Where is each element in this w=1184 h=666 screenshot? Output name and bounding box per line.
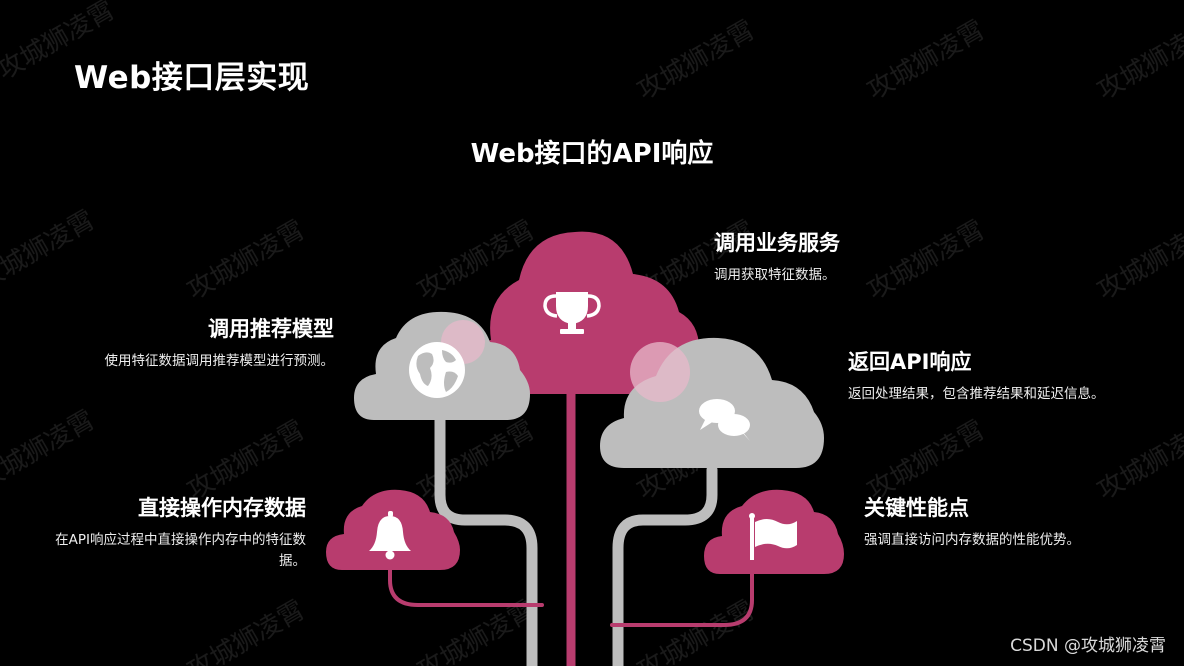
item-call-business-service: 调用业务服务 调用获取特征数据。 [714, 229, 1094, 286]
branch-line-grey-right [612, 464, 718, 666]
flag-icon [749, 513, 797, 560]
item-heading: 返回API响应 [848, 350, 972, 374]
slide-title: Web接口层实现 [74, 60, 310, 96]
credit-label: CSDN @攻城狮凌霄 [1010, 636, 1166, 656]
item-return-api-response: 返回API响应 返回处理结果，包含推荐结果和延迟信息。 [848, 348, 1110, 405]
item-heading: 调用业务服务 [714, 231, 840, 255]
item-description: 返回处理结果，包含推荐结果和延迟信息。 [848, 386, 1105, 402]
item-call-recommendation-model: 调用推荐模型 使用特征数据调用推荐模型进行预测。 [40, 315, 335, 372]
branch-line-grey-left [434, 414, 538, 666]
bell-icon [369, 511, 411, 560]
chat-bubbles-icon [699, 399, 750, 441]
item-heading: 调用推荐模型 [208, 317, 334, 341]
item-description: 调用获取特征数据。 [714, 267, 836, 283]
item-heading: 直接操作内存数据 [138, 496, 306, 520]
item-direct-memory-operation: 直接操作内存数据 在API响应过程中直接操作内存中的特征数据。 [40, 494, 306, 572]
item-heading: 关键性能点 [864, 496, 969, 520]
item-description: 在API响应过程中直接操作内存中的特征数据。 [55, 532, 306, 569]
cloud-overlap-highlight [630, 342, 690, 402]
item-description: 强调直接访问内存数据的性能优势。 [864, 532, 1080, 548]
trophy-icon [543, 292, 601, 334]
branch-line-magenta-right [610, 558, 754, 627]
branch-line-magenta-left [388, 563, 544, 607]
item-key-performance-point: 关键性能点 强调直接访问内存数据的性能优势。 [864, 494, 1164, 551]
item-description: 使用特征数据调用推荐模型进行预测。 [104, 353, 335, 369]
diagram-title: Web接口的API响应 [470, 139, 714, 169]
globe-icon [409, 342, 465, 398]
